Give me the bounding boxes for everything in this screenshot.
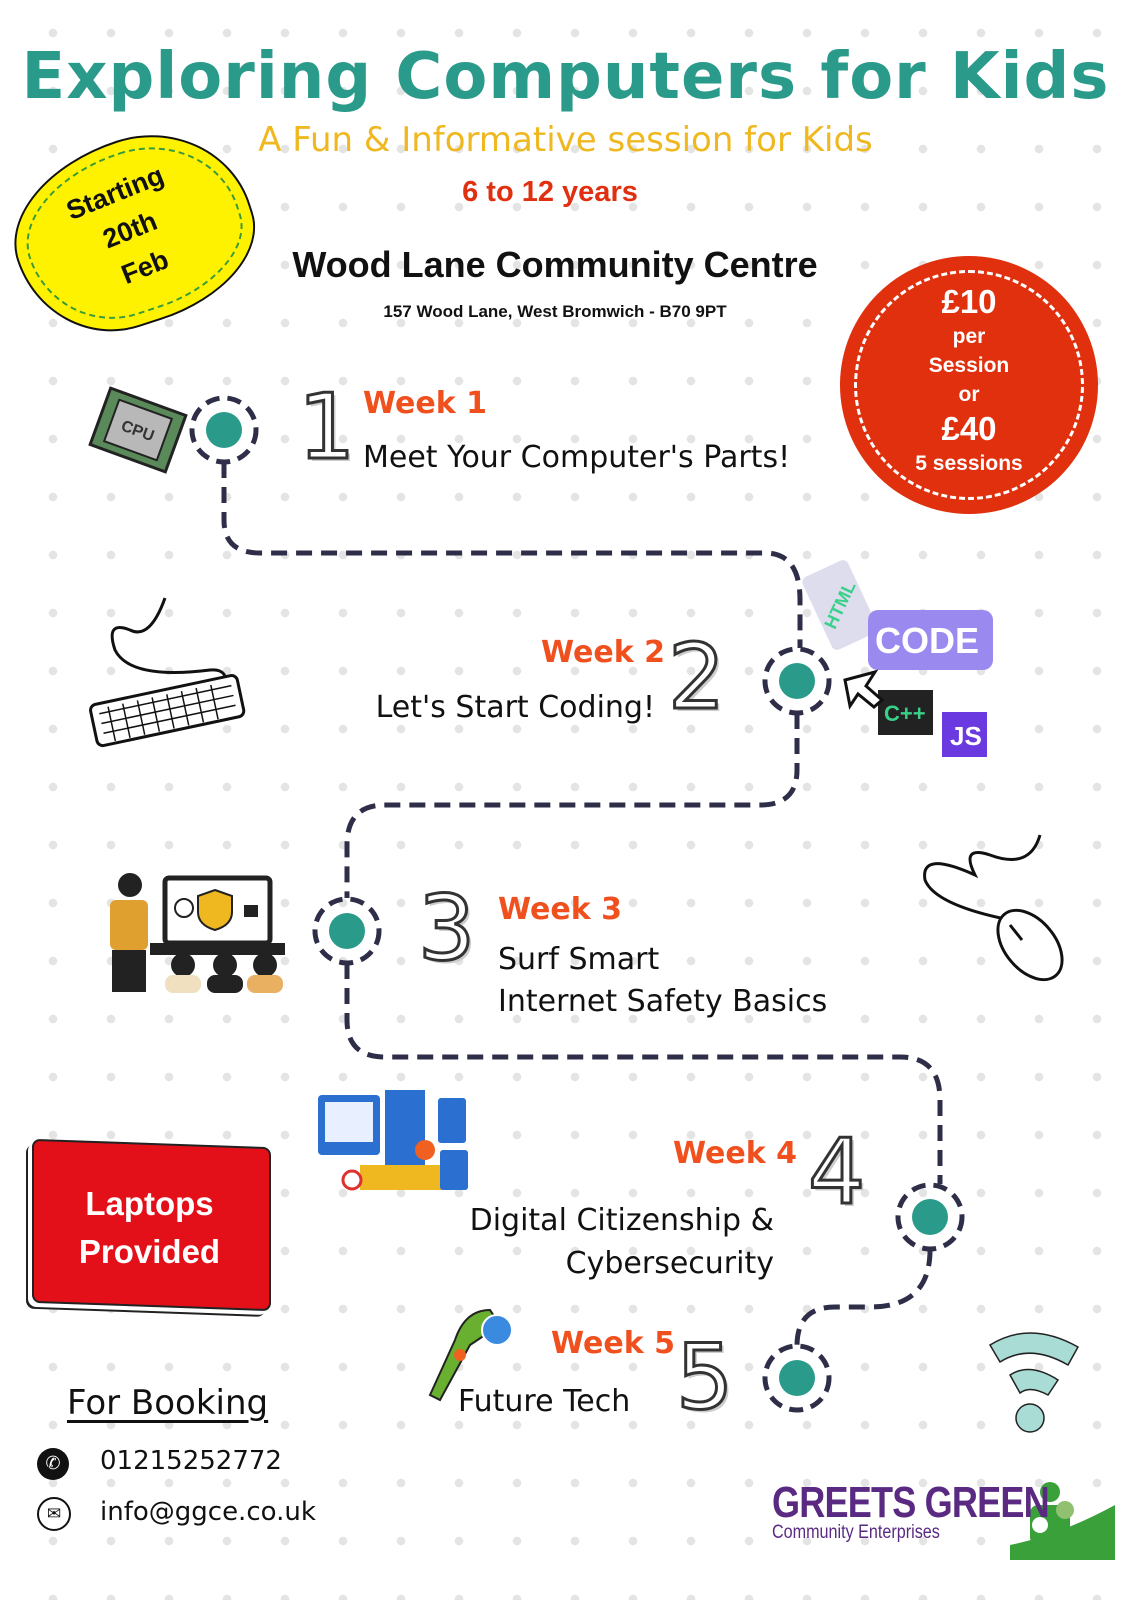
timeline-node-1 [189, 395, 259, 465]
price-or: or [958, 383, 980, 406]
timeline-node-4 [895, 1182, 965, 1252]
venue-name: Wood Lane Community Centre [292, 244, 818, 285]
laptops-provided-text: Laptops Provided [32, 1180, 267, 1276]
price-text: £10 per Session or £40 5 sessions [840, 282, 1098, 478]
week-5-number: 5 [674, 1324, 734, 1432]
cpu-icon: CPU [88, 386, 188, 474]
price-bundle: £40 [941, 410, 997, 447]
week-3-label: Week 3 [498, 892, 622, 927]
week-2-label: Week 2 [541, 635, 665, 670]
venue-address: 157 Wood Lane, West Bromwich - B70 9PT [383, 302, 727, 321]
week-2-number: 2 [666, 624, 726, 732]
wifi-icon [988, 1332, 1080, 1433]
week-4-title: Digital Citizenship & [469, 1203, 774, 1238]
week-5-label: Week 5 [551, 1326, 675, 1361]
poster-title: Exploring Computers for Kids [21, 40, 1110, 114]
week-4-subtitle: Cybersecurity [565, 1246, 774, 1281]
week-1-label: Week 1 [363, 386, 487, 421]
code-icon: HTML CODE C++ JS [802, 560, 993, 757]
week-1-title: Meet Your Computer's Parts! [363, 440, 791, 475]
week-4-number: 4 [806, 1119, 866, 1227]
keyboard-icon [89, 597, 246, 748]
svg-text:CODE: CODE [875, 620, 979, 661]
logo-tagline: Community Enterprises [772, 1522, 940, 1543]
age-range: 6 to 12 years [462, 176, 638, 208]
svg-text:C++: C++ [884, 701, 926, 726]
week-4-label: Week 4 [673, 1136, 797, 1171]
timeline-node-5 [762, 1343, 832, 1413]
phone-icon: ✆ [37, 1448, 69, 1480]
week-2-title: Let's Start Coding! [375, 690, 655, 725]
logo-name: GREETS GREEN [772, 1478, 1050, 1527]
robot-hand-icon [428, 1308, 513, 1402]
timeline-node-3 [312, 896, 382, 966]
price-bundle-label: 5 sessions [915, 452, 1023, 475]
email-icon: ✉ [37, 1497, 71, 1531]
week-1-number: 1 [296, 374, 356, 482]
svg-text:JS: JS [950, 721, 982, 751]
price-per: per [952, 325, 986, 348]
email-address[interactable]: info@ggce.co.uk [100, 1497, 316, 1527]
booking-heading: For Booking [67, 1383, 269, 1423]
mouse-icon [923, 834, 1064, 982]
week-3-number: 3 [416, 875, 476, 983]
phone-number[interactable]: 01215252772 [100, 1446, 282, 1476]
poster-subtitle: A Fun & Informative session for Kids [258, 120, 873, 160]
laptops-line-1: Laptops [85, 1185, 214, 1222]
laptops-line-2: Provided [78, 1233, 221, 1270]
week-3-subtitle: Internet Safety Basics [498, 984, 828, 1019]
internet-safety-icon [110, 873, 285, 993]
digital-citizenship-icon [318, 1090, 468, 1191]
week-5-title: Future Tech [458, 1384, 631, 1419]
price-single: £10 [941, 283, 997, 320]
logo-figures-icon [1010, 1482, 1115, 1560]
price-session: Session [928, 354, 1010, 377]
week-3-title: Surf Smart [498, 942, 660, 977]
timeline-node-2 [762, 646, 832, 716]
price-badge [840, 256, 1098, 514]
